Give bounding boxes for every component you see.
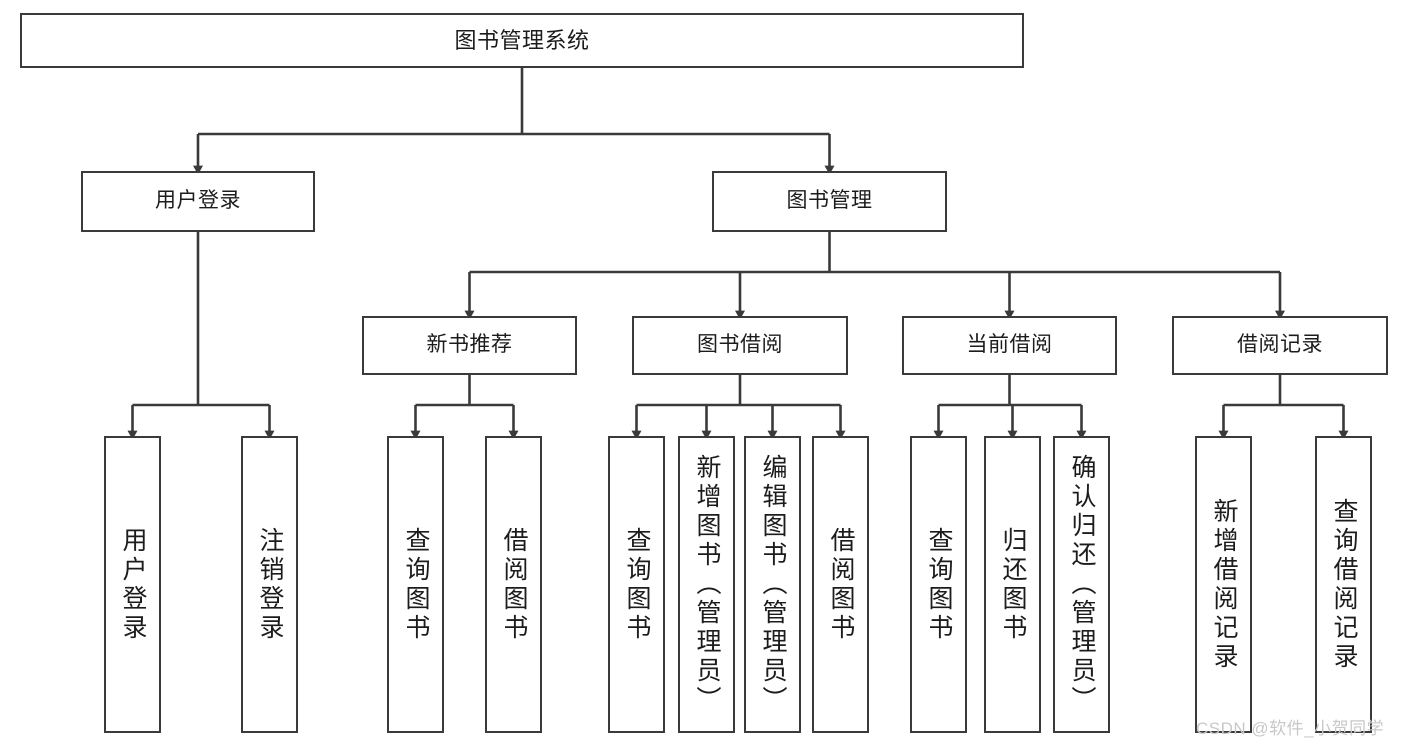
node-leaf-return-book[interactable]: 归还图书 <box>984 436 1041 733</box>
node-borrow-record[interactable]: 借阅记录 <box>1172 316 1388 375</box>
node-label: 用户登录 <box>119 526 147 643</box>
node-label: 新书推荐 <box>426 333 513 357</box>
node-leaf-query-book-1[interactable]: 查询图书 <box>387 436 444 733</box>
node-label: 新增借阅记录 <box>1210 497 1238 672</box>
node-label: 查询图书 <box>623 526 651 643</box>
node-root[interactable]: 图书管理系统 <box>20 13 1024 68</box>
csdn-watermark: CSDN @软件_小贺同学 <box>1196 719 1385 738</box>
node-label: 新增图书（管理员） <box>693 454 721 715</box>
node-label: 图书管理 <box>786 189 873 213</box>
node-leaf-borrow-book-2[interactable]: 借阅图书 <box>812 436 869 733</box>
node-label: 用户登录 <box>155 189 241 213</box>
node-leaf-add-record[interactable]: 新增借阅记录 <box>1195 436 1252 733</box>
node-label: 当前借阅 <box>966 333 1053 357</box>
node-label: 借阅图书 <box>500 526 528 643</box>
node-label: 归还图书 <box>999 526 1027 643</box>
node-label: 编辑图书（管理员） <box>759 454 787 715</box>
node-leaf-add-book[interactable]: 新增图书（管理员） <box>678 436 735 733</box>
node-label: 注销登录 <box>256 526 284 643</box>
node-leaf-user-logout[interactable]: 注销登录 <box>241 436 298 733</box>
node-leaf-borrow-book-1[interactable]: 借阅图书 <box>485 436 542 733</box>
node-label: 图书借阅 <box>697 333 783 357</box>
node-leaf-user-login[interactable]: 用户登录 <box>104 436 161 733</box>
node-label: 确认归还（管理员） <box>1068 454 1096 715</box>
node-leaf-query-book-2[interactable]: 查询图书 <box>608 436 665 733</box>
node-user-login[interactable]: 用户登录 <box>81 171 315 232</box>
node-label: 查询借阅记录 <box>1330 497 1358 672</box>
node-leaf-edit-book[interactable]: 编辑图书（管理员） <box>744 436 801 733</box>
node-book-borrow[interactable]: 图书借阅 <box>632 316 848 375</box>
node-book-manage[interactable]: 图书管理 <box>712 171 947 232</box>
node-leaf-query-book-3[interactable]: 查询图书 <box>910 436 967 733</box>
node-current-borrow[interactable]: 当前借阅 <box>902 316 1117 375</box>
node-label: 查询图书 <box>925 526 953 643</box>
node-label: 查询图书 <box>402 526 430 643</box>
node-leaf-query-record[interactable]: 查询借阅记录 <box>1315 436 1372 733</box>
node-new-book-rec[interactable]: 新书推荐 <box>362 316 577 375</box>
node-label: 借阅记录 <box>1237 333 1323 357</box>
node-leaf-confirm-return[interactable]: 确认归还（管理员） <box>1053 436 1110 733</box>
node-label: 图书管理系统 <box>454 27 590 53</box>
node-label: 借阅图书 <box>827 526 855 643</box>
